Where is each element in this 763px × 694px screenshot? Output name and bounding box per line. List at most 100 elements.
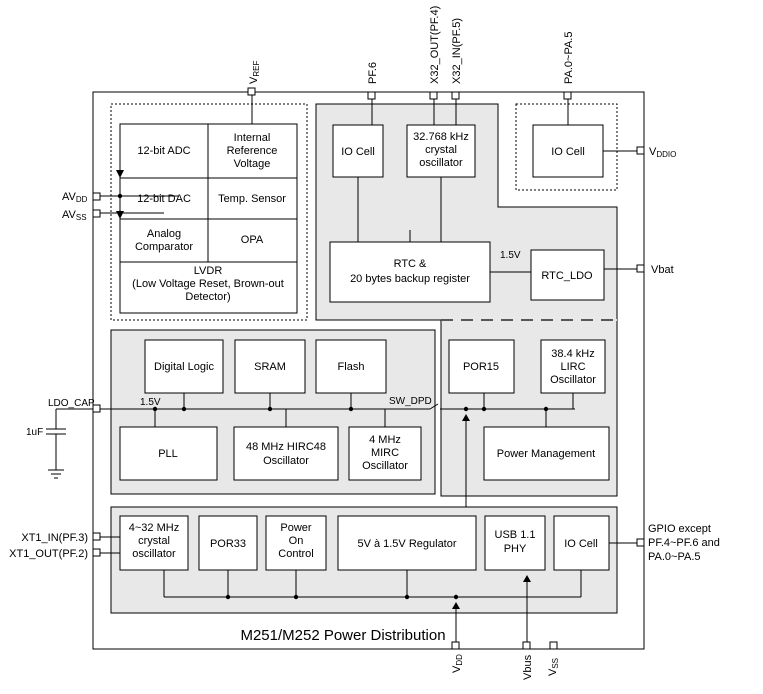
rtc-1v5-label: 1.5V <box>500 250 521 261</box>
por15 <box>448 339 515 394</box>
xt1-in-label: XT1_IN(PF.3) <box>21 532 88 544</box>
vbat-pin <box>636 264 645 273</box>
io-cell-pa-label: IO Cell <box>551 146 585 158</box>
io-cell-gpio <box>553 515 610 571</box>
rtc-label-2: 20 bytes backup register <box>350 273 470 285</box>
lirc-label-1: 38.4 kHz <box>551 348 594 360</box>
vdd-pin <box>451 641 460 650</box>
hxt-label-1: 4~32 MHz <box>129 522 179 534</box>
x32-in-pin <box>451 91 460 100</box>
power-on-control <box>265 515 327 571</box>
lirc <box>540 339 606 394</box>
avss-label: AVSS <box>62 209 87 222</box>
gpio-label-1: GPIO except <box>648 523 711 535</box>
por33-label: POR33 <box>210 538 246 550</box>
hxt-osc <box>119 515 189 571</box>
usb-phy <box>484 515 546 571</box>
ldo-cap-label: LDO_CAP <box>48 398 95 409</box>
xt1-out-label: XT1_OUT(PF.2) <box>9 548 88 560</box>
comparator-label-1: Analog <box>147 228 181 240</box>
adc-label: 12-bit ADC <box>137 145 190 157</box>
pa-io-domain <box>515 103 618 191</box>
mirc <box>348 426 422 481</box>
sw-dpd-label: SW_DPD <box>389 396 432 407</box>
x32-in-label: X32_IN(PF.5) <box>451 18 463 84</box>
io-cell-rtc-label: IO Cell <box>341 146 375 158</box>
regulator-label: 5V à 1.5V Regulator <box>357 538 456 550</box>
mirc-label-1: 4 MHz <box>369 434 401 446</box>
vref-label: VREF <box>248 61 261 84</box>
dac-label: 12-bit DAC <box>137 193 191 205</box>
pa-pin <box>563 91 572 100</box>
sram <box>234 339 306 394</box>
hxt-label-3: oscillator <box>132 548 176 560</box>
rtc-ldo-label: RTC_LDO <box>541 270 593 282</box>
hxt-label-2: crystal <box>138 535 170 547</box>
vss-pin <box>549 641 558 650</box>
pll-label: PLL <box>158 448 178 460</box>
avdd-pin <box>92 192 101 201</box>
hirc48-label-2: Oscillator <box>263 455 309 467</box>
io-cell-gpio-label: IO Cell <box>564 538 598 550</box>
power-on-label-1: Power <box>280 522 312 534</box>
analog-domain <box>110 103 308 321</box>
pll <box>119 426 218 481</box>
usb-phy-label-1: USB 1.1 <box>495 529 536 541</box>
int-ref-label-3: Voltage <box>234 158 271 170</box>
rtc-label-1: RTC & <box>394 258 427 270</box>
gpio-pin <box>636 538 645 547</box>
diagram-title: M251/M252 Power Distribution <box>240 627 445 644</box>
mirc-label-2: MIRC <box>371 447 399 459</box>
osc-32k-label-3: oscillator <box>419 157 463 169</box>
regulator <box>337 515 477 571</box>
power-management-label: Power Management <box>497 448 595 460</box>
hirc48 <box>233 426 339 481</box>
comparator-label-2: Comparator <box>135 241 193 253</box>
vref-pin <box>247 87 256 96</box>
vbat-label: Vbat <box>651 264 674 276</box>
x32-out-label: X32_OUT(PF.4) <box>429 6 441 84</box>
vdd-label: VDD <box>451 654 464 673</box>
xt1-out-pin <box>92 548 101 557</box>
x32-out-pin <box>429 91 438 100</box>
digital-logic-label: Digital Logic <box>154 361 214 373</box>
por15-label: POR15 <box>463 361 499 373</box>
int-ref-label-1: Internal <box>234 132 271 144</box>
lvdr-label-2: (Low Voltage Reset, Brown-out <box>132 278 284 290</box>
io-cell-rtc <box>332 124 384 178</box>
lirc-label-3: Oscillator <box>550 374 596 386</box>
osc-32k-label-2: crystal <box>425 144 457 156</box>
lvdr-label-3: Detector) <box>185 291 230 303</box>
avss-pin <box>92 209 101 218</box>
digital-logic <box>144 339 224 394</box>
mirc-label-3: Oscillator <box>362 460 408 472</box>
flash-label: Flash <box>338 361 365 373</box>
usb-phy-label-2: PHY <box>504 543 527 555</box>
vbus-label: Vbus <box>522 654 534 680</box>
hirc48-label-1: 48 MHz HIRC48 <box>246 441 326 453</box>
temp-sensor-label: Temp. Sensor <box>218 193 286 205</box>
gpio-label-3: PA.0~PA.5 <box>648 551 701 563</box>
vddio-pin <box>636 146 645 155</box>
power-on-label-3: Control <box>278 548 313 560</box>
gpio-label-2: PF.4~PF.6 and <box>648 537 720 549</box>
lvdr-label-1: LVDR <box>194 265 223 277</box>
xt1-in-pin <box>92 532 101 541</box>
vss-label: VSS <box>547 658 560 676</box>
power-on-label-2: On <box>289 535 304 547</box>
vddio-label: VDDIO <box>649 146 676 159</box>
sram-label: SRAM <box>254 361 286 373</box>
pa-label: PA.0~PA.5 <box>563 32 575 85</box>
io-cell-pa <box>532 124 604 178</box>
vbus-pin <box>522 641 531 650</box>
rtc-register <box>329 241 491 303</box>
rtc-ldo <box>530 249 605 301</box>
pf6-pin <box>367 91 376 100</box>
pf6-label: PF.6 <box>367 62 379 84</box>
opa-label: OPA <box>241 234 264 246</box>
osc-32k-label-1: 32.768 kHz <box>413 131 469 143</box>
power-management <box>483 426 610 481</box>
cap-value-label: 1uF <box>26 427 43 438</box>
int-ref-label-2: Reference <box>227 145 278 157</box>
